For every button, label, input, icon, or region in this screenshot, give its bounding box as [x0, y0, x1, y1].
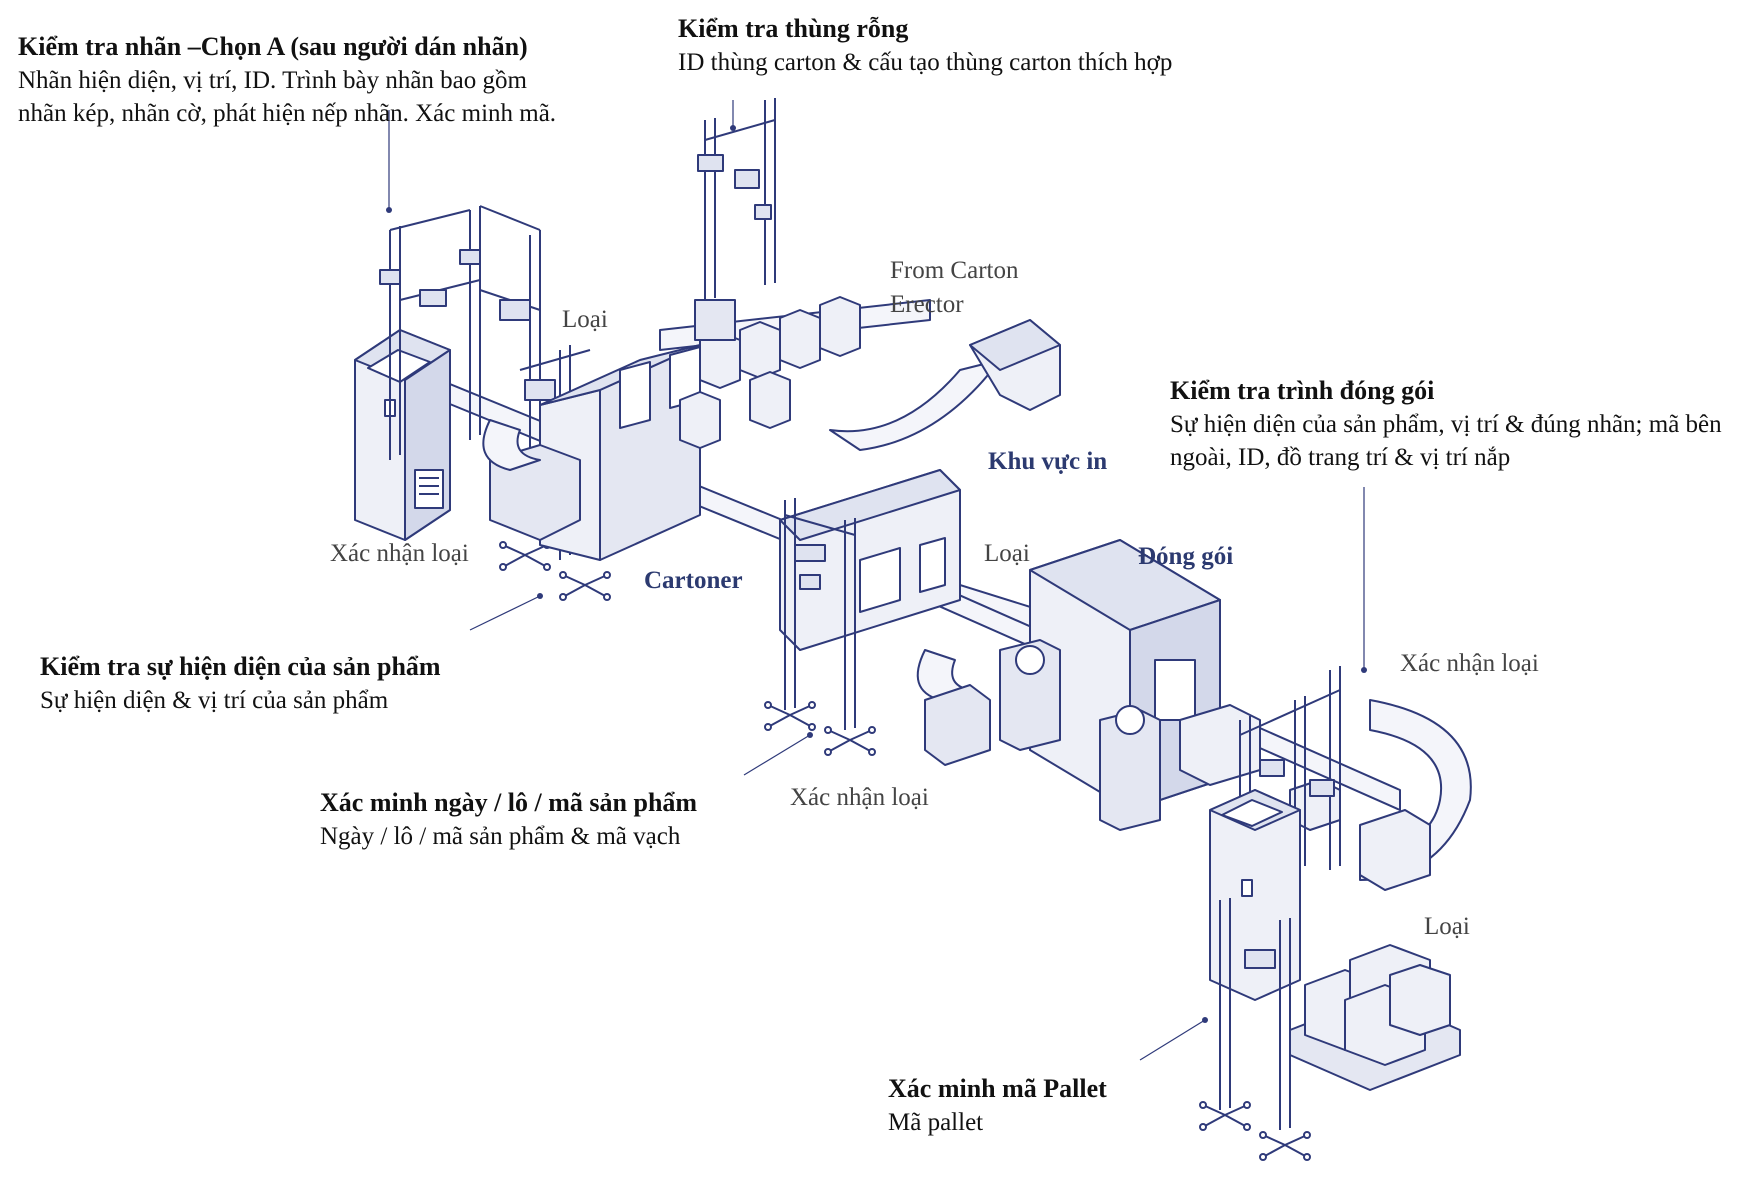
label-inspection-gantry [379, 205, 591, 560]
presence-note: Kiểm tra sự hiện diện của sản phẩm Sự hi… [40, 650, 560, 717]
from-carton-line1: From Carton [890, 257, 1019, 284]
empty-case-note: Kiểm tra thùng rỗng ID thùng carton & cấ… [678, 12, 1298, 79]
leader-lines [388, 100, 1365, 1061]
date-lot-desc: Ngày / lô / mã sản phẩm & mã vạch [320, 823, 681, 851]
pallet-gantry [1219, 898, 1291, 1130]
empty-case-title: Kiểm tra thùng rỗng [678, 14, 909, 43]
print-zone-housing [779, 469, 961, 651]
empty-case-desc: ID thùng carton & cấu tạo thùng carton t… [678, 49, 1173, 77]
reject-label-1: Loại [562, 306, 608, 333]
packing-machine [999, 539, 1221, 831]
pallet-with-cases [1289, 944, 1461, 1091]
presence-title: Kiểm tra sự hiện diện của sản phẩm [40, 652, 441, 681]
control-cabinet-right [1209, 789, 1301, 1001]
conveyor-loop-left [482, 419, 541, 471]
reject-label-2: Loại [984, 540, 1030, 567]
confirm-reject-label-1: Xác nhận loại [330, 540, 469, 567]
from-carton-line2: Erector [890, 290, 964, 318]
confirm-reject-label-3: Xác nhận loại [1400, 650, 1539, 677]
presence-desc: Sự hiện diện & vị trí của sản phẩm [40, 687, 389, 715]
conveyor-loop-middle [916, 649, 991, 766]
packer-check-title: Kiểm tra trình đóng gói [1170, 376, 1435, 405]
date-lot-title: Xác minh ngày / lô / mã sản phẩm [320, 788, 698, 817]
packing-area-label: Đóng gói [1138, 543, 1234, 570]
label-check-note: Kiểm tra nhãn –Chọn A (sau người dán nhã… [18, 30, 578, 130]
date-lot-note: Xác minh ngày / lô / mã sản phẩm Ngày / … [320, 786, 790, 853]
label-check-desc: Nhãn hiện diện, vị trí, ID. Trình bày nh… [18, 67, 557, 128]
leader-dots [386, 125, 1367, 1023]
date-lot-gantry [784, 498, 856, 730]
reject-label-3: Loại [1424, 913, 1470, 940]
pallet-note: Xác minh mã Pallet Mã pallet [888, 1072, 1218, 1139]
pallet-desc: Mã pallet [888, 1109, 984, 1137]
label-check-title: Kiểm tra nhãn –Chọn A (sau người dán nhã… [18, 32, 528, 61]
cartoner-machine [489, 344, 701, 561]
confirm-reject-label-2: Xác nhận loại [790, 784, 929, 811]
pallet-title: Xác minh mã Pallet [888, 1074, 1107, 1103]
carton-erector-feed [829, 319, 1061, 451]
packer-check-desc: Sự hiện diện của sản phẩm, vị trí & đúng… [1170, 411, 1722, 472]
print-zone-label: Khu vực in [988, 448, 1108, 475]
gantry-feet-middle [764, 701, 876, 756]
cartoner-label: Cartoner [644, 567, 743, 594]
packer-check-note: Kiểm tra trình đóng gói Sự hiện diện của… [1170, 374, 1740, 474]
from-carton-erector-label: From Carton Erector [890, 254, 1018, 322]
control-cabinet-left [354, 329, 451, 541]
empty-case-tower [694, 98, 776, 341]
empty-carton-boxes [679, 296, 861, 449]
